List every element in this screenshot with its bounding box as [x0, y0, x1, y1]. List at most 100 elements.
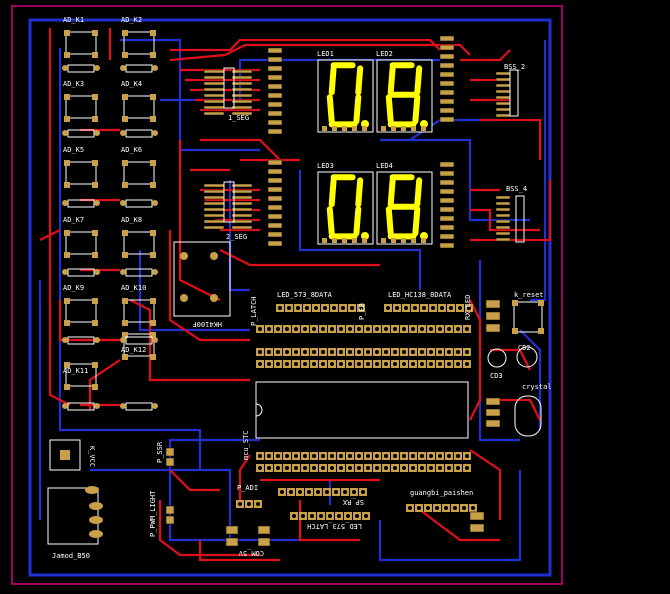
smd-pad — [231, 195, 253, 200]
smd-pad — [439, 71, 455, 78]
switch-pad — [150, 354, 156, 360]
pad-hole — [258, 466, 262, 470]
pad-hole — [402, 362, 406, 366]
switch-pad — [150, 182, 156, 188]
resistor — [120, 129, 158, 138]
pad-hole — [330, 327, 334, 331]
switch-body — [65, 299, 97, 323]
pad-hole — [258, 350, 262, 354]
pad-hole — [258, 327, 262, 331]
latch-header — [290, 512, 370, 520]
pad-hole — [298, 490, 302, 494]
smd-pad — [495, 95, 511, 100]
resistor — [120, 402, 158, 411]
pad-hole — [361, 490, 365, 494]
pad-hole — [444, 506, 448, 510]
pad-hole — [267, 350, 271, 354]
label-ad-k4: AD_K4 — [121, 80, 142, 88]
resistor — [120, 64, 158, 73]
switch-pad — [150, 160, 156, 166]
guangbi-header — [406, 504, 477, 512]
led-pad — [362, 238, 367, 243]
led-pad — [362, 126, 367, 131]
bss2-body — [509, 69, 519, 117]
pad-hole — [411, 327, 415, 331]
jamod-pad — [89, 502, 103, 510]
pad-hole — [447, 466, 451, 470]
pad-hole — [429, 466, 433, 470]
pad-hole — [384, 454, 388, 458]
smd-pad — [485, 408, 501, 417]
switch-pad — [64, 298, 70, 304]
smd-pad — [165, 515, 175, 525]
smd-pad — [203, 219, 225, 224]
seg2-ic-body — [223, 181, 235, 223]
smd-pad — [231, 87, 253, 92]
smd-pad — [203, 201, 225, 206]
pad-hole — [285, 362, 289, 366]
smd-pad — [495, 77, 511, 82]
resistor — [62, 199, 100, 208]
smd-pad — [203, 111, 225, 116]
digit-segment — [355, 177, 364, 208]
pad-hole — [393, 327, 397, 331]
label-p-fb: P_FB — [358, 303, 366, 320]
digit-segment — [412, 206, 421, 237]
pad-hole — [447, 454, 451, 458]
smd-pad — [267, 65, 283, 72]
reset-pad — [538, 328, 544, 334]
pad-hole — [258, 362, 262, 366]
switch-pad — [150, 252, 156, 258]
pad-hole — [285, 454, 289, 458]
pad-hole — [292, 514, 296, 518]
smd-pad — [495, 113, 511, 118]
resistor-pad — [94, 403, 100, 409]
pad-hole — [258, 454, 262, 458]
pad-hole — [447, 362, 451, 366]
led-header-left-top — [267, 47, 283, 135]
kvcc-center-pad — [60, 450, 70, 460]
pad-hole — [366, 362, 370, 366]
label-ad-k10: AD_K10 — [121, 284, 146, 292]
label-ad-k6: AD_K6 — [121, 146, 142, 154]
seg1-ic-pads-right — [231, 69, 253, 116]
smd-pad — [439, 233, 455, 240]
pad-hole — [321, 327, 325, 331]
switch-pad — [122, 94, 128, 100]
resistor-body — [125, 402, 153, 411]
smd-pad — [469, 511, 485, 521]
switch-body — [123, 95, 155, 119]
label-padi: P_ADI — [237, 484, 258, 492]
pad-hole — [285, 327, 289, 331]
pad-hole — [332, 306, 336, 310]
digit-segment — [385, 206, 394, 237]
switch-pad — [64, 182, 70, 188]
mcu-notch — [255, 403, 263, 417]
resistor-pad — [94, 269, 100, 275]
pad-hole — [467, 306, 471, 310]
pad-hole — [393, 350, 397, 354]
cap-cd2 — [516, 346, 538, 368]
smd-pad — [495, 89, 511, 94]
smd-pad — [439, 80, 455, 87]
reset-pad — [538, 300, 544, 306]
switch-pad — [150, 332, 156, 338]
pad-hole — [449, 306, 453, 310]
switch-pad — [64, 94, 70, 100]
resistor-pad — [152, 269, 158, 275]
smd-pad — [203, 69, 225, 74]
pad-hole — [321, 362, 325, 366]
switch-pad — [122, 298, 128, 304]
pad-hole — [352, 490, 356, 494]
switch-pad — [64, 252, 70, 258]
tactile-switch — [122, 230, 156, 258]
pad-hole — [319, 514, 323, 518]
smd-pad — [439, 206, 455, 213]
p-adi-header — [236, 500, 262, 508]
switch-pad — [64, 320, 70, 326]
smd-pad — [231, 69, 253, 74]
resistor-pad — [152, 200, 158, 206]
tactile-switch — [122, 332, 156, 360]
tactile-switch — [64, 94, 98, 122]
resistor-pad — [62, 200, 68, 206]
